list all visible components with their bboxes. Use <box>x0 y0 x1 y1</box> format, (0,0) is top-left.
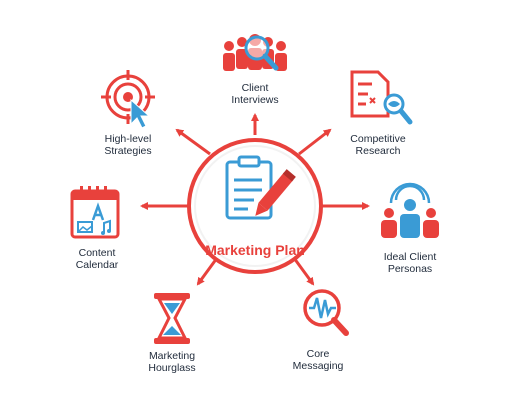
node-label-content-calendar: Content Calendar <box>76 247 119 271</box>
arrow-to-core-messaging <box>292 257 315 286</box>
arrow-to-marketing-hourglass <box>196 257 219 286</box>
label-line: Core <box>306 348 330 360</box>
calendar-icon <box>70 186 120 239</box>
node-label-client-interviews: Client Interviews <box>231 82 278 106</box>
node-label-core-messaging: Core Messaging <box>293 348 344 372</box>
target-cursor-icon <box>101 70 155 129</box>
label-line: Interviews <box>231 94 279 106</box>
hourglass-icon <box>154 293 190 344</box>
waveform-magnifier-icon <box>303 289 349 336</box>
label-line: Strategies <box>104 145 152 157</box>
label-line: Messaging <box>292 360 344 372</box>
label-line: High-level <box>104 133 152 145</box>
label-line: Competitive <box>350 133 406 145</box>
label-line: Content <box>78 247 116 259</box>
node-label-ideal-client-personas: Ideal Client Personas <box>384 251 437 275</box>
arrow-to-competitive-research <box>298 128 332 156</box>
label-line: Marketing <box>148 350 196 362</box>
label-line: Client <box>241 82 269 94</box>
document-magnifier-icon <box>350 70 413 125</box>
center-hub <box>187 138 323 274</box>
center-title: Marketing Plan <box>205 242 305 258</box>
label-line: Hourglass <box>148 362 196 374</box>
persona-target-icon <box>381 182 439 238</box>
label-line: Calendar <box>75 259 119 271</box>
label-line: Ideal Client <box>383 251 437 263</box>
node-label-high-level-strategies: High-level Strategies <box>104 133 151 157</box>
people-magnifier-icon <box>223 34 287 71</box>
node-label-marketing-hourglass: Marketing Hourglass <box>148 350 195 374</box>
clipboard-pencil-icon <box>225 155 296 220</box>
node-label-competitive-research: Competitive Research <box>350 133 405 157</box>
connector-arrows <box>140 113 370 286</box>
arrow-to-high-level-strategies <box>175 128 211 156</box>
label-line: Personas <box>387 263 433 275</box>
label-line: Research <box>355 145 401 157</box>
